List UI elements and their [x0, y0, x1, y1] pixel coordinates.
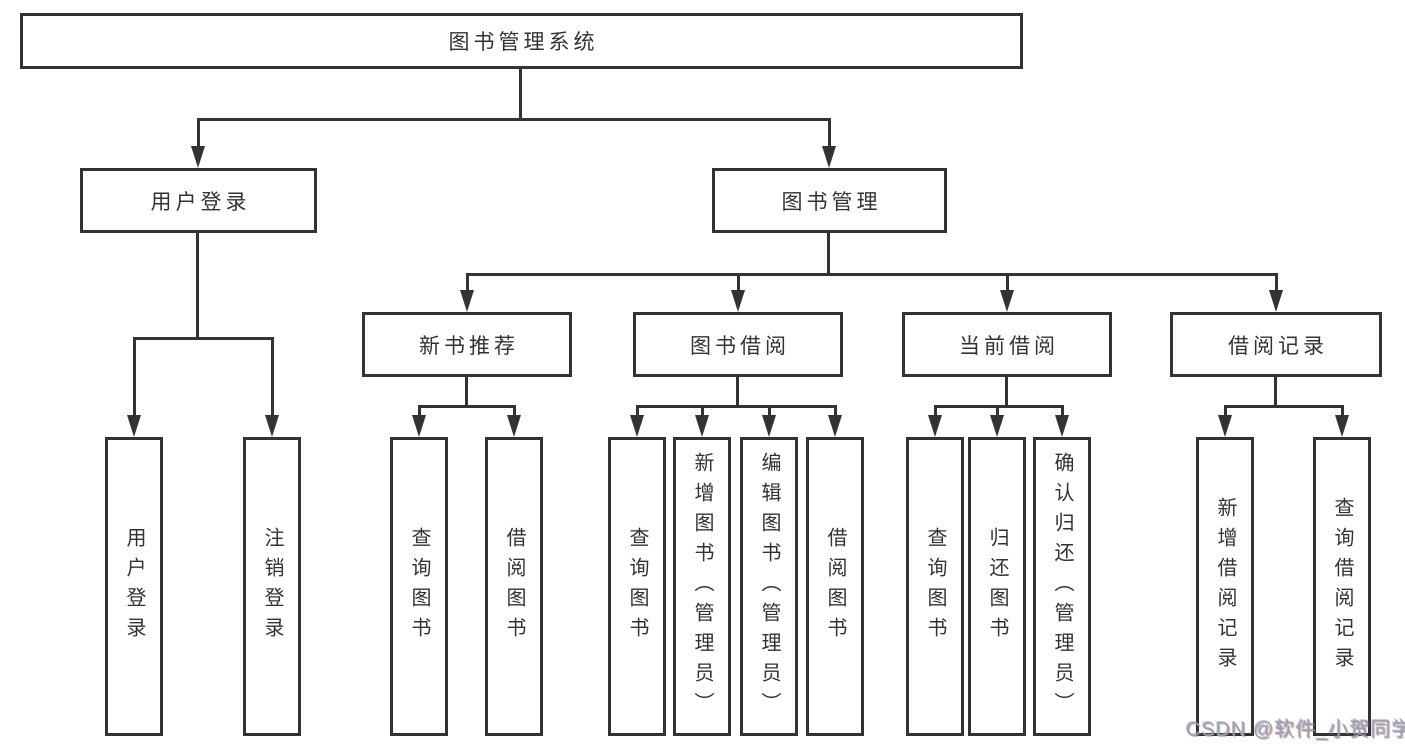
node-leaf-return-book: 归还图书 — [968, 437, 1026, 736]
connector-arrow-to-leaf-add-record — [1218, 405, 1232, 437]
node-root-library-system: 图书管理系统 — [20, 13, 1023, 69]
leaf-confirm-return-label: 确认归还（管理员） — [1051, 451, 1073, 722]
connector-arrow-to-new-book-rec — [460, 273, 474, 312]
node-leaf-add-book: 新增图书（管理员） — [673, 437, 731, 736]
csdn-watermark: CSDN @软件_小贺同学 — [1186, 719, 1405, 741]
connector-arrow-to-leaf-borrow-book-1 — [507, 405, 521, 437]
node-leaf-user-login: 用户登录 — [105, 437, 163, 736]
node-new-book-rec: 新书推荐 — [362, 312, 572, 377]
node-root-label: 图书管理系统 — [448, 31, 599, 54]
connector-hline-book-borrow — [636, 405, 837, 408]
leaf-borrow-book-1-label: 借阅图书 — [503, 526, 525, 647]
connector-arrow-to-leaf-user-login — [127, 337, 141, 437]
leaf-edit-book-label: 编辑图书（管理员） — [758, 451, 780, 722]
connector-hline-current-borrow — [934, 405, 1064, 408]
connector-arrow-to-current-borrow — [1000, 273, 1014, 312]
leaf-logout-label: 注销登录 — [261, 526, 283, 647]
leaf-query-book-2-label: 查询图书 — [626, 526, 648, 647]
node-leaf-query-record: 查询借阅记录 — [1313, 437, 1371, 736]
connector-arrow-to-leaf-add-book — [695, 405, 709, 437]
node-leaf-query-book-1: 查询图书 — [390, 437, 448, 736]
connector-arrow-to-leaf-edit-book — [762, 405, 776, 437]
leaf-query-book-1-label: 查询图书 — [408, 526, 430, 647]
connector-hline-level3 — [466, 273, 1278, 276]
connector-vline-book-mgmt — [827, 233, 830, 275]
node-book-mgmt: 图书管理 — [712, 168, 947, 233]
node-book-mgmt-label: 图书管理 — [781, 190, 882, 214]
leaf-query-record-label: 查询借阅记录 — [1331, 496, 1353, 677]
connector-vline-user-login — [196, 233, 199, 339]
connector-arrow-to-borrow-records — [1269, 273, 1283, 312]
node-leaf-logout: 注销登录 — [243, 437, 301, 736]
connector-arrow-to-book-mgmt — [822, 118, 836, 168]
node-user-login-label: 用户登录 — [150, 190, 251, 214]
connector-arrow-to-book-borrow — [731, 273, 745, 312]
node-new-book-rec-label: 新书推荐 — [419, 334, 519, 358]
connector-arrow-to-leaf-borrow-book-2 — [828, 405, 842, 437]
connector-vline-new-book-rec — [465, 377, 468, 407]
node-borrow-records: 借阅记录 — [1170, 312, 1382, 377]
connector-arrow-to-leaf-query-record — [1335, 405, 1349, 437]
node-user-login: 用户登录 — [80, 168, 317, 233]
connector-arrow-to-leaf-query-book-2 — [630, 405, 644, 437]
node-current-borrow-label: 当前借阅 — [959, 334, 1059, 358]
leaf-user-login-label: 用户登录 — [123, 526, 145, 647]
connector-vline-book-borrow — [736, 377, 739, 407]
leaf-return-book-label: 归还图书 — [986, 526, 1008, 647]
connector-vline-borrow-records — [1274, 377, 1277, 407]
connector-hline-user-login — [133, 337, 274, 340]
node-book-borrow: 图书借阅 — [633, 312, 843, 377]
node-leaf-query-book-3: 查询图书 — [906, 437, 964, 736]
node-book-borrow-label: 图书借阅 — [690, 334, 790, 358]
connector-arrow-to-leaf-query-book-3 — [928, 405, 942, 437]
leaf-query-book-3-label: 查询图书 — [924, 526, 946, 647]
node-leaf-edit-book: 编辑图书（管理员） — [740, 437, 798, 736]
connector-arrow-to-user-login — [191, 118, 205, 168]
connector-arrow-to-leaf-query-book-1 — [412, 405, 426, 437]
leaf-add-book-label: 新增图书（管理员） — [691, 451, 713, 722]
connector-vline-current-borrow — [1005, 377, 1008, 407]
node-leaf-query-book-2: 查询图书 — [608, 437, 666, 736]
leaf-add-record-label: 新增借阅记录 — [1214, 496, 1236, 677]
node-leaf-borrow-book-1: 借阅图书 — [485, 437, 543, 736]
node-current-borrow: 当前借阅 — [902, 312, 1112, 377]
leaf-borrow-book-2-label: 借阅图书 — [824, 526, 846, 647]
connector-arrow-to-leaf-logout — [265, 337, 279, 437]
connector-hline-borrow-records — [1224, 405, 1344, 408]
connector-hline-new-book-rec — [418, 405, 516, 408]
connector-vline-root — [519, 69, 522, 120]
connector-hline-level1 — [197, 118, 831, 121]
node-leaf-confirm-return: 确认归还（管理员） — [1033, 437, 1091, 736]
node-borrow-records-label: 借阅记录 — [1228, 334, 1328, 358]
connector-arrow-to-leaf-return-book — [990, 405, 1004, 437]
node-leaf-borrow-book-2: 借阅图书 — [806, 437, 864, 736]
node-leaf-add-record: 新增借阅记录 — [1196, 437, 1254, 736]
connector-arrow-to-leaf-confirm-return — [1055, 405, 1069, 437]
